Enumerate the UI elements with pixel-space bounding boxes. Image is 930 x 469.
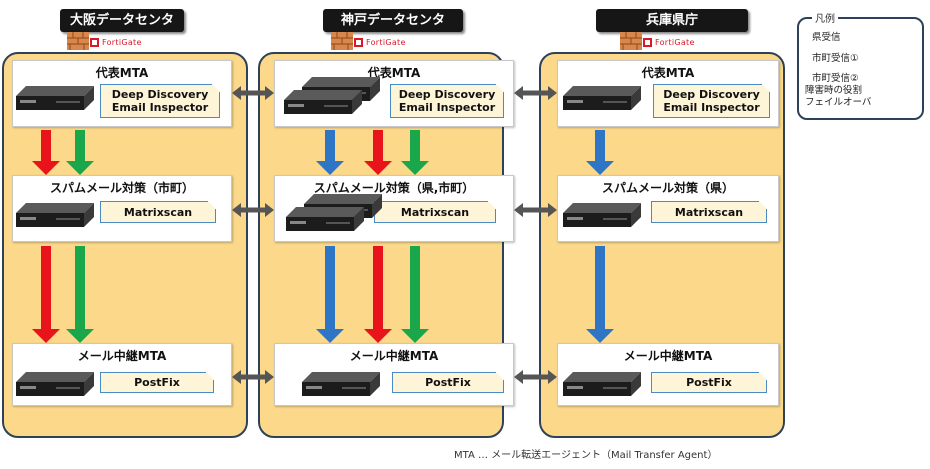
flow-arrow-green [66,246,94,343]
server-icon [286,207,364,231]
flow-arrow-red [364,130,392,175]
legend-box [797,17,924,120]
legend-item-green: 市町受信② [812,73,859,84]
failover-arrow [514,203,557,217]
software-label-ddei: Deep Discovery Email Inspector [653,84,770,118]
firewall-icon [331,32,353,50]
flow-arrow-green [401,130,429,175]
server-icon [16,372,94,396]
fortigate-logo: FortiGate [354,36,406,48]
tier-title: メール中継MTA [349,349,439,363]
dc-title-hyogo: 兵庫県庁 [596,9,748,32]
tier-title: 代表MTA [367,66,421,80]
flow-arrow-red [32,130,60,175]
flow-arrow-red [32,246,60,343]
tier-title: メール中継MTA [623,349,713,363]
software-label-ddei: Deep Discovery Email Inspector [390,84,504,118]
flow-arrow-blue [586,130,614,175]
firewall-icon [67,32,89,50]
legend-title: 凡例 [812,10,838,25]
tier-title: 代表MTA [95,66,149,80]
software-label-matrixscan: Matrixscan [651,201,767,223]
failover-arrow [232,370,274,384]
server-icon [284,90,362,114]
firewall-icon [620,32,642,50]
server-icon [16,203,94,227]
flow-arrow-green [401,246,429,343]
failover-arrow [514,86,557,100]
server-icon [563,372,641,396]
flow-arrow-blue [316,246,344,343]
legend-item-red: 市町受信① [812,53,859,64]
tier-title: スパムメール対策（県,市町） [313,181,475,195]
legend-item-blue: 県受信 [812,32,841,43]
server-icon [302,372,380,396]
footnote: MTA … メール転送エージェント（Mail Transfer Agent） [454,450,718,461]
tier-title: メール中継MTA [77,349,167,363]
fortigate-logo: FortiGate [643,36,695,48]
software-label-postfix: PostFix [100,372,214,393]
tier-title: 代表MTA [641,66,695,80]
server-icon [563,203,641,227]
software-label-matrixscan: Matrixscan [374,201,496,223]
failover-arrow [514,370,557,384]
server-icon [563,86,641,110]
failover-arrow [232,86,274,100]
software-label-ddei: Deep Discovery Email Inspector [100,84,220,118]
flow-arrow-red [364,246,392,343]
flow-arrow-green [66,130,94,175]
flow-arrow-blue [316,130,344,175]
failover-arrow [232,203,274,217]
server-icon [16,86,94,110]
software-label-postfix: PostFix [651,372,767,393]
tier-title: スパムメール対策（県） [601,181,734,195]
fortigate-logo: FortiGate [90,36,142,48]
dc-title-kobe: 神戸データセンタ [323,9,463,32]
flow-arrow-blue [586,246,614,343]
software-label-postfix: PostFix [392,372,504,393]
dc-title-osaka: 大阪データセンタ [60,9,184,32]
tier-title: スパムメール対策（市町） [49,181,194,195]
software-label-matrixscan: Matrixscan [100,201,216,223]
legend-item-failover: 障害時の役割 フェイルオーバ [805,85,872,108]
